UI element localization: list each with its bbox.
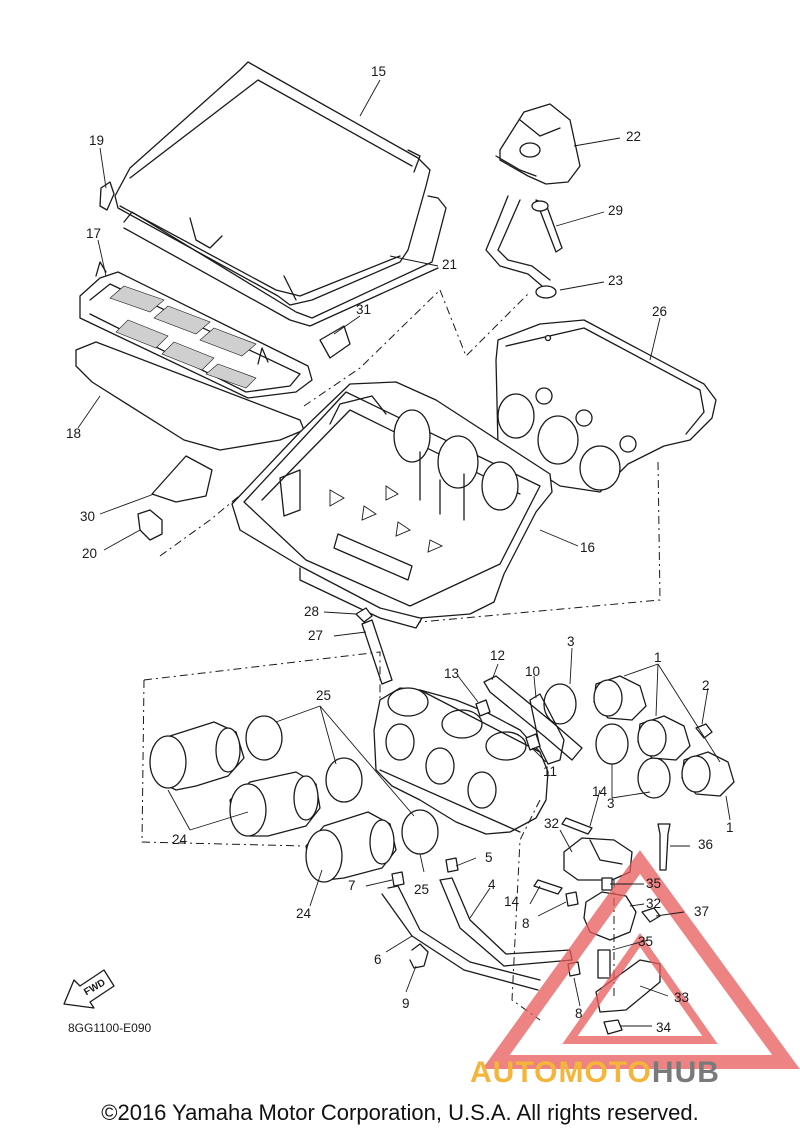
part-28-clamp — [355, 607, 373, 623]
drawing-code: 8GG1100-E090 — [68, 1021, 151, 1035]
part-3-clamps — [543, 683, 671, 799]
callout-11: 11 — [543, 764, 557, 779]
part-22-valve-assembly — [495, 103, 581, 185]
assembly-line-right — [419, 461, 661, 623]
part-34-nut — [603, 1019, 623, 1035]
callout-14-top: 14 — [592, 784, 608, 799]
callout-36: 36 — [698, 837, 713, 852]
callout-1-top: 1 — [654, 650, 662, 665]
callout-14-bottom: 14 — [504, 894, 520, 909]
part-6-hose — [381, 885, 541, 991]
copyright-notice: ©2016 Yamaha Motor Corporation, U.S.A. A… — [101, 1100, 699, 1125]
callout-28: 28 — [304, 604, 319, 619]
part-19-clip — [99, 181, 115, 211]
part-16-airbox — [231, 381, 553, 629]
part-7-clip — [391, 871, 405, 887]
callout-6: 6 — [374, 952, 382, 967]
part-1-joints — [593, 675, 735, 797]
part-25-clamps — [245, 715, 439, 855]
part-29-washer — [531, 200, 549, 212]
callout-33: 33 — [674, 990, 689, 1005]
callout-1-right: 1 — [726, 820, 734, 835]
callout-21: 21 — [442, 257, 457, 272]
part-12-hose — [483, 675, 583, 761]
callout-35-bottom: 35 — [638, 934, 653, 949]
callout-13: 13 — [444, 666, 459, 681]
callout-25-top: 25 — [316, 688, 331, 703]
callout-32-top: 32 — [544, 816, 559, 831]
leader-lines — [77, 79, 731, 1027]
part-10-hose — [529, 693, 565, 765]
callout-19: 19 — [89, 133, 104, 148]
assembly-line-upper — [439, 289, 531, 357]
callout-2: 2 — [702, 678, 710, 693]
callout-26: 26 — [652, 304, 667, 319]
callout-35-top: 35 — [646, 876, 661, 891]
callout-3-top: 3 — [567, 634, 575, 649]
callout-9: 9 — [402, 996, 410, 1011]
callout-25-bottom: 25 — [414, 882, 429, 897]
callout-32-bottom: 32 — [646, 896, 661, 911]
part-35-sleeve-lower — [597, 949, 611, 979]
part-9-clamp — [409, 943, 429, 969]
part-17-air-filter — [79, 261, 313, 399]
fwd-arrow-icon: FWD — [63, 969, 115, 1009]
part-26-gasket — [495, 319, 717, 493]
callout-8-top: 8 — [522, 916, 530, 931]
part-37-bolt — [641, 907, 661, 923]
callout-27: 27 — [308, 628, 323, 643]
callout-34: 34 — [656, 1020, 672, 1035]
part-14-pipe-upper — [561, 817, 593, 835]
callout-4: 4 — [488, 877, 496, 892]
assembly-frame-left — [141, 679, 305, 847]
part-15-airbox-cover — [114, 61, 431, 306]
callout-15: 15 — [371, 64, 386, 79]
part-8-clip-upper — [565, 891, 579, 907]
callout-8-bottom: 8 — [575, 1006, 583, 1021]
watermark-part1: AUTOMOTO — [470, 1056, 652, 1089]
callout-5: 5 — [485, 850, 493, 865]
part-31-label — [319, 325, 351, 359]
callout-3-mid: 3 — [607, 796, 615, 811]
callout-29: 29 — [608, 203, 623, 218]
callout-24-bottom: 24 — [296, 906, 312, 921]
part-23-hose — [485, 195, 551, 287]
part-14-pipe-lower — [533, 879, 563, 895]
callout-labels: 15 22 19 29 17 21 23 31 26 18 30 20 16 2… — [66, 64, 734, 1035]
part-36-bolt — [657, 823, 671, 871]
callout-31: 31 — [356, 302, 371, 317]
callout-23: 23 — [608, 273, 623, 288]
callout-10: 10 — [525, 664, 540, 679]
callout-24-top: 24 — [172, 832, 188, 847]
part-30-pad — [151, 455, 213, 503]
callout-18: 18 — [66, 426, 81, 441]
throttle-body-assembly — [373, 687, 549, 835]
part-33-bracket — [595, 959, 661, 1013]
watermark-logo-icon — [482, 850, 800, 1069]
part-21-seal — [123, 195, 447, 327]
part-24-velocity-stacks — [149, 721, 397, 883]
callout-12: 12 — [490, 648, 505, 663]
callout-7: 7 — [348, 878, 356, 893]
watermark-part2: HUB — [651, 1056, 720, 1089]
callout-16: 16 — [580, 540, 595, 555]
callout-22: 22 — [626, 129, 641, 144]
callout-37: 37 — [694, 904, 709, 919]
part-23-hose-end — [535, 285, 557, 299]
part-13-clip — [475, 699, 491, 717]
assembly-frame-lower — [143, 651, 381, 700]
part-11-clip — [525, 733, 541, 751]
assembly-line-31 — [303, 289, 441, 407]
part-20-damper — [137, 509, 163, 541]
part-2-screw — [695, 723, 713, 739]
callout-20: 20 — [82, 546, 97, 561]
part-18-filter-sheet — [75, 341, 305, 451]
callout-17: 17 — [86, 226, 101, 241]
part-5-clip — [445, 857, 459, 873]
callout-30: 30 — [80, 509, 95, 524]
watermark-brand: AUTOMOTOHUB — [470, 1056, 720, 1090]
